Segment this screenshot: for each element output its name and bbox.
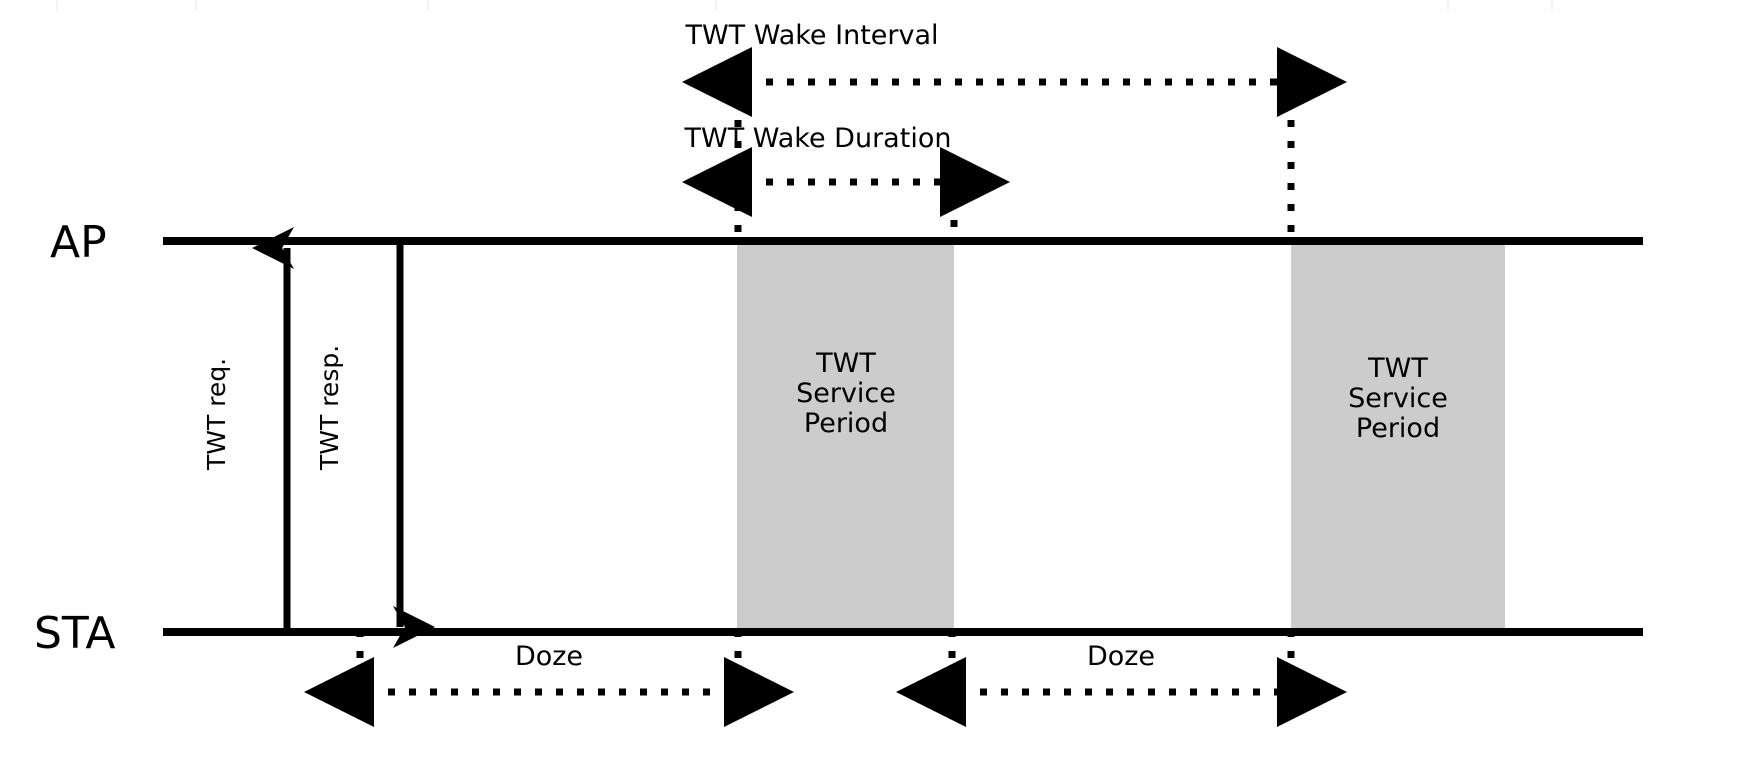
service-period-2-line-3: Period: [1356, 413, 1440, 444]
service-period-bands: [737, 245, 1505, 628]
service-period-2-label: TWT Service Period: [1348, 353, 1448, 444]
ap-timeline-label: AP: [50, 217, 107, 268]
service-period-2-line-1: TWT: [1367, 353, 1428, 384]
doze-2-label: Doze: [1087, 641, 1155, 672]
doze-1-label: Doze: [515, 641, 583, 672]
service-period-2-band: [1291, 245, 1505, 628]
service-period-1-line-1: TWT: [815, 348, 876, 379]
service-period-1-band: [737, 245, 954, 628]
service-period-2-line-2: Service: [1348, 383, 1448, 414]
service-period-1-label: TWT Service Period: [796, 348, 896, 439]
top-ruler-ticks: [56, 0, 1553, 11]
sta-timeline-label: STA: [34, 608, 116, 659]
service-period-1-line-3: Period: [804, 408, 888, 439]
twt-req-label: TWT req.: [202, 358, 231, 471]
twt-wake-interval-label: TWT Wake Interval: [684, 20, 938, 51]
twt-wake-duration-label: TWT Wake Duration: [684, 123, 952, 154]
twt-resp-label: TWT resp.: [315, 345, 344, 471]
service-period-1-line-2: Service: [796, 378, 896, 409]
